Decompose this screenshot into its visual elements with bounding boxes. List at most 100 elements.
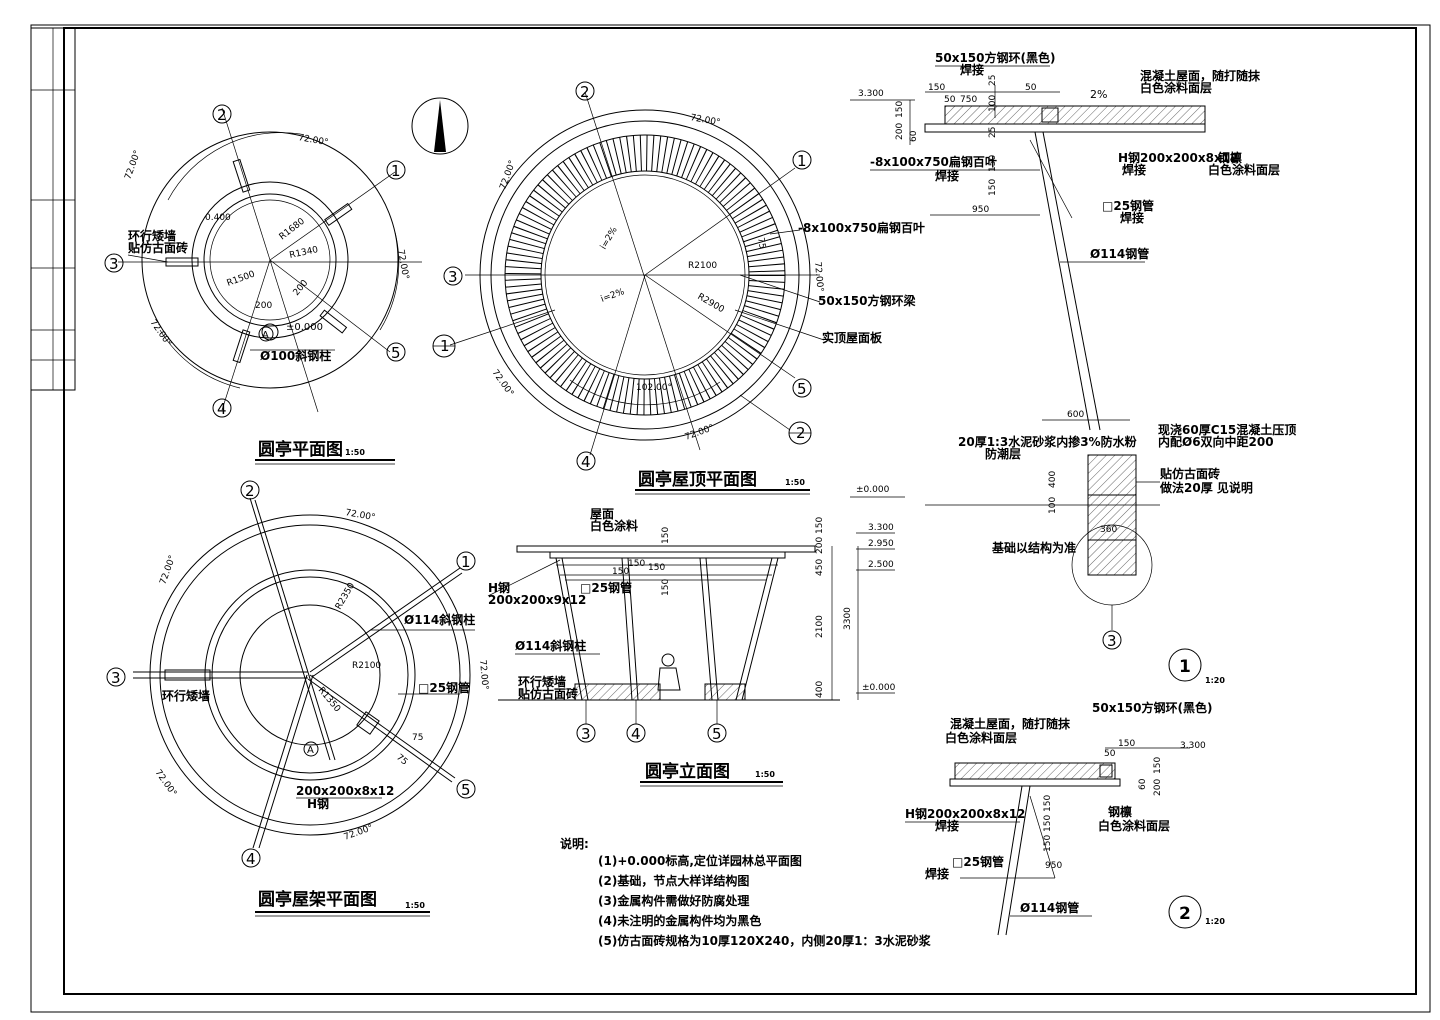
d1-dim-150b: 150	[895, 101, 905, 118]
d1-label-foundation: 基础以结构为准	[991, 540, 1076, 555]
d2-number: 2	[1179, 904, 1191, 924]
roof-axis-4: 4	[581, 453, 591, 471]
plan-section-mark: A	[262, 330, 269, 341]
d2-el-3300: 3.300	[1180, 741, 1206, 751]
frame-plan-drawing	[133, 497, 471, 849]
plan-dim-200a: 200	[255, 301, 272, 311]
d1-label-coping-rebar: 内配Ø6双向中距200	[1158, 434, 1274, 449]
frame-axis-5: 5	[461, 781, 471, 799]
frame-label-tube: □25钢管	[418, 680, 470, 695]
elev-dim-200: 200	[815, 537, 825, 554]
d1-label-coping: 现浇60厚C15混凝土压顶	[1158, 422, 1296, 437]
d1-label-concrete-finish: 白色涂料面层	[1140, 80, 1212, 95]
plan-angle-top: 72.00°	[297, 133, 329, 148]
roof-label-louver: -8x100x750扁钢百叶	[798, 220, 925, 235]
elev-axis-5: 5	[712, 725, 722, 743]
d2-label-purlin-finish: 白色涂料面层	[1098, 818, 1170, 833]
plan-r1340: R1340	[289, 245, 320, 261]
notes-block: 说明: (1)+0.000标高,定位详园林总平面图 (2)基础，节点大样详结构图…	[560, 836, 932, 948]
plan-label-column: Ø100斜钢柱	[260, 348, 331, 363]
roof-angle-top: 72.00°	[689, 113, 721, 128]
frame-angle-bottom-left: 72.00°	[153, 768, 179, 799]
elev-el-2500: 2.500	[868, 560, 894, 570]
plan-r1680: R1680	[278, 216, 307, 242]
frame-section-mark: A	[307, 745, 314, 756]
d2-label-purlin: 钢檩	[1108, 804, 1132, 819]
d1-label-tube: □25钢管	[1102, 198, 1154, 213]
d2-label-concrete-finish: 白色涂料面层	[945, 730, 1017, 745]
d1-dim-950: 950	[972, 205, 989, 215]
elev-dim-150d: 150	[661, 579, 671, 596]
d1-label-hsteel: H钢200x200x8x12	[1118, 150, 1238, 165]
d1-dim-25b: 25	[988, 127, 998, 138]
d2-label-pipe: Ø114钢管	[1020, 900, 1079, 915]
elev-label-paint: 白色涂料	[590, 518, 638, 533]
plan-label-ring-wall: 环行矮墙	[128, 228, 176, 243]
d1-slope: 2%	[1090, 88, 1107, 101]
d2-dim-150e: 150	[1043, 835, 1053, 852]
d1-label-weld-4: 焊接	[1120, 210, 1144, 225]
note-2: (2)基础，节点大样详结构图	[598, 873, 749, 888]
roof-slope-2: i=2%	[600, 287, 627, 305]
d1-label-mortar: 20厚1:3水泥砂浆内掺3%防水粉	[958, 434, 1137, 449]
detail-2-drawing	[949, 747, 1190, 936]
d1-el-zero: ±0.000	[856, 485, 890, 495]
frame-angle-bottom-right: 72.00°	[343, 823, 375, 843]
plan-axis-4: 4	[217, 400, 227, 418]
frame-r2350: R2350	[334, 581, 357, 611]
elev-title: 圆亭立面图	[645, 761, 730, 782]
frame-angle-top: 72.00°	[344, 508, 376, 523]
d1-label-weld-3: 焊接	[1122, 162, 1146, 177]
elev-label-column: Ø114斜钢柱	[515, 638, 586, 653]
d1-label-tile: 贴仿古面砖	[1160, 466, 1220, 481]
plan-title-scale: 1:50	[345, 448, 365, 457]
roof-label-deck: 实顶屋面板	[822, 330, 883, 345]
axis-bubbles-elevation: 3 4 5	[576, 700, 727, 743]
roof-r2900: R2900	[696, 292, 726, 315]
frame-label-hsteel-a: 200x200x8x12	[296, 784, 394, 798]
d2-label-weld: 焊接	[935, 818, 959, 833]
d1-label-concrete: 混凝土屋面，随打随抹	[1140, 68, 1261, 83]
d2-label-beam: 50x150方钢环(黑色)	[1092, 700, 1212, 715]
d1-label-purlin: 钢檩	[1218, 150, 1242, 165]
d2-label-concrete: 混凝土屋面，随打随抹	[950, 716, 1071, 731]
note-1: (1)+0.000标高,定位详园林总平面图	[598, 853, 802, 868]
frame-label-ring-wall: 环行矮墙	[162, 688, 210, 703]
elev-label-tile: 贴仿古面砖	[518, 686, 578, 701]
elev-dim-2100: 2100	[815, 615, 825, 638]
elev-label-hsteel-size: 200x200x9x12	[488, 593, 586, 607]
elev-dim-150b: 150	[612, 567, 629, 577]
elev-title-scale: 1:50	[755, 770, 775, 779]
roof-angle-bottom-left: 72.00°	[490, 368, 516, 399]
d1-dim-50a: 50	[944, 95, 956, 105]
frame-angle-left: 72.00°	[158, 554, 178, 586]
plan-dim-200b: 200	[292, 278, 311, 298]
frame-title: 圆亭屋架平面图	[258, 889, 377, 910]
d1-dim-150a: 150	[928, 83, 945, 93]
roof-slope-1: i=2%	[599, 225, 620, 251]
d2-dim-200: 200	[1153, 779, 1163, 796]
d1-scale: 1:20	[1205, 676, 1225, 685]
roof-r2100: R2100	[688, 261, 717, 271]
d2-label-tube: □25钢管	[952, 854, 1004, 869]
frame-label-hsteel-b: H钢	[307, 796, 329, 811]
d1-dim-100: 100	[988, 95, 998, 112]
title-block-strip	[30, 27, 76, 391]
frame-axis-2: 2	[245, 482, 255, 500]
elev-el-2950: 2.950	[868, 539, 894, 549]
d1-label-beam: 50x150方钢环(黑色)	[935, 50, 1055, 65]
plan-r1500: R1500	[226, 269, 257, 288]
d1-label-pipe: Ø114钢管	[1090, 246, 1149, 261]
elev-el-3300: 3.300	[868, 523, 894, 533]
roof-angle-102: 102.00°	[636, 383, 672, 393]
d1-dim-750: 750	[960, 95, 977, 105]
d1-el-3300: 3.300	[858, 89, 884, 99]
roof-axis-2: 2	[580, 83, 590, 101]
axis-bubbles-roof: 2 1 3 5 4	[443, 81, 812, 471]
d1-label-tile-note: 做法20厚 见说明	[1159, 480, 1253, 495]
d1-dim-25a: 25	[988, 75, 998, 86]
frame-axis-3: 3	[111, 669, 121, 687]
d1-dim-50b: 50	[1025, 83, 1037, 93]
d2-label-hsteel: H钢200x200x8x12	[905, 806, 1025, 821]
